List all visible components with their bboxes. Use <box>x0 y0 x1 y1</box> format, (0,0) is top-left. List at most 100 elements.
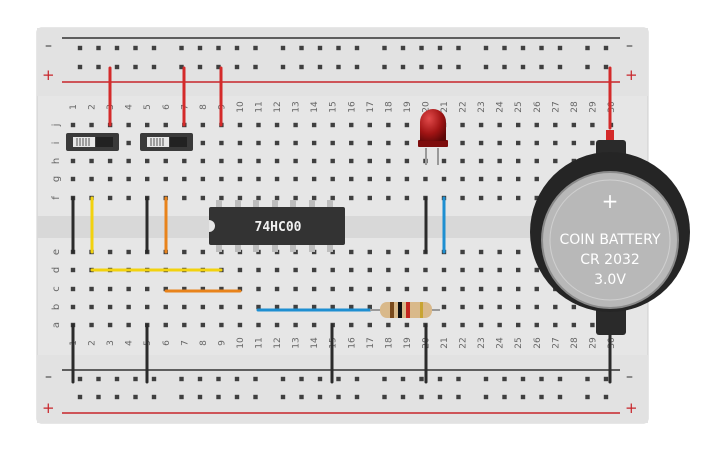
hole <box>145 158 150 164</box>
hole <box>516 195 521 201</box>
hole <box>256 286 261 292</box>
hole <box>516 122 521 128</box>
slide-switch-2[interactable] <box>140 133 193 151</box>
hole <box>460 195 465 201</box>
coin-battery <box>541 171 679 309</box>
hole <box>107 195 113 201</box>
hole <box>126 140 131 146</box>
hole <box>216 64 221 70</box>
row-letter: f <box>51 196 62 200</box>
hole <box>354 64 360 70</box>
hole <box>107 304 113 310</box>
hole <box>237 195 243 201</box>
hole <box>534 195 539 201</box>
hole <box>441 176 447 182</box>
hole <box>483 394 489 400</box>
hole <box>126 249 131 255</box>
hole <box>179 376 184 382</box>
hole <box>571 304 577 310</box>
hole <box>234 376 240 382</box>
hole <box>274 176 280 182</box>
hole <box>114 394 120 400</box>
hole <box>197 64 203 70</box>
hole <box>404 267 410 273</box>
hole <box>114 64 120 70</box>
hole <box>386 286 391 292</box>
hole <box>145 286 150 292</box>
col-number-top: 23 <box>477 101 487 112</box>
hole <box>539 376 544 382</box>
hole <box>151 376 157 382</box>
ic-chip: 74HC00 <box>209 200 345 252</box>
row-letter: d <box>51 267 62 273</box>
hole <box>256 267 261 273</box>
hole <box>349 158 354 164</box>
hole <box>423 176 428 182</box>
hole <box>274 322 280 328</box>
hole <box>497 322 502 328</box>
hole <box>349 176 354 182</box>
hole <box>497 140 502 146</box>
hole <box>89 286 94 292</box>
hole <box>311 304 317 310</box>
top-minus-left: – <box>45 38 52 54</box>
hole <box>89 304 94 310</box>
col-number-bottom: 18 <box>384 337 394 349</box>
top-plus-left: + <box>42 66 55 84</box>
hole <box>367 195 372 201</box>
bottom-minus-right: – <box>626 369 633 385</box>
hole <box>478 267 484 273</box>
hole <box>456 45 461 51</box>
hole <box>386 195 391 201</box>
col-number-top: 17 <box>366 101 376 112</box>
hole <box>311 140 317 146</box>
hole <box>197 376 203 382</box>
hole <box>107 286 113 292</box>
hole <box>274 195 280 201</box>
hole <box>330 267 335 273</box>
hole <box>534 140 539 146</box>
hole <box>256 322 261 328</box>
hole <box>197 394 203 400</box>
hole <box>256 176 261 182</box>
hole <box>280 64 286 70</box>
hole <box>516 140 521 146</box>
col-number-bottom: 3 <box>106 340 116 346</box>
col-number-top: 30 <box>607 101 617 113</box>
hole <box>253 64 258 70</box>
hole <box>96 45 101 51</box>
hole <box>200 176 206 182</box>
hole <box>219 158 224 164</box>
col-number-bottom: 29 <box>588 337 598 349</box>
hole <box>200 286 206 292</box>
col-number-bottom: 19 <box>403 337 413 349</box>
hole <box>460 249 465 255</box>
hole <box>534 176 539 182</box>
hole <box>133 64 138 70</box>
hole <box>585 45 590 51</box>
hole <box>89 122 94 128</box>
row-letter: j <box>51 124 62 128</box>
hole <box>349 249 354 255</box>
hole <box>456 64 461 70</box>
col-number-top: 14 <box>310 101 320 113</box>
slide-switch-1[interactable] <box>66 133 119 151</box>
hole <box>182 195 187 201</box>
hole <box>553 322 558 328</box>
hole <box>441 267 447 273</box>
hole <box>200 195 206 201</box>
col-number-top: 28 <box>570 101 580 113</box>
hole <box>419 64 424 70</box>
hole <box>349 140 354 146</box>
hole <box>200 322 206 328</box>
hole <box>386 158 391 164</box>
hole <box>386 140 391 146</box>
hole <box>311 158 317 164</box>
hole <box>200 304 206 310</box>
hole <box>179 394 184 400</box>
hole <box>497 249 502 255</box>
hole <box>237 158 243 164</box>
hole <box>404 249 410 255</box>
hole <box>330 176 335 182</box>
hole <box>256 158 261 164</box>
